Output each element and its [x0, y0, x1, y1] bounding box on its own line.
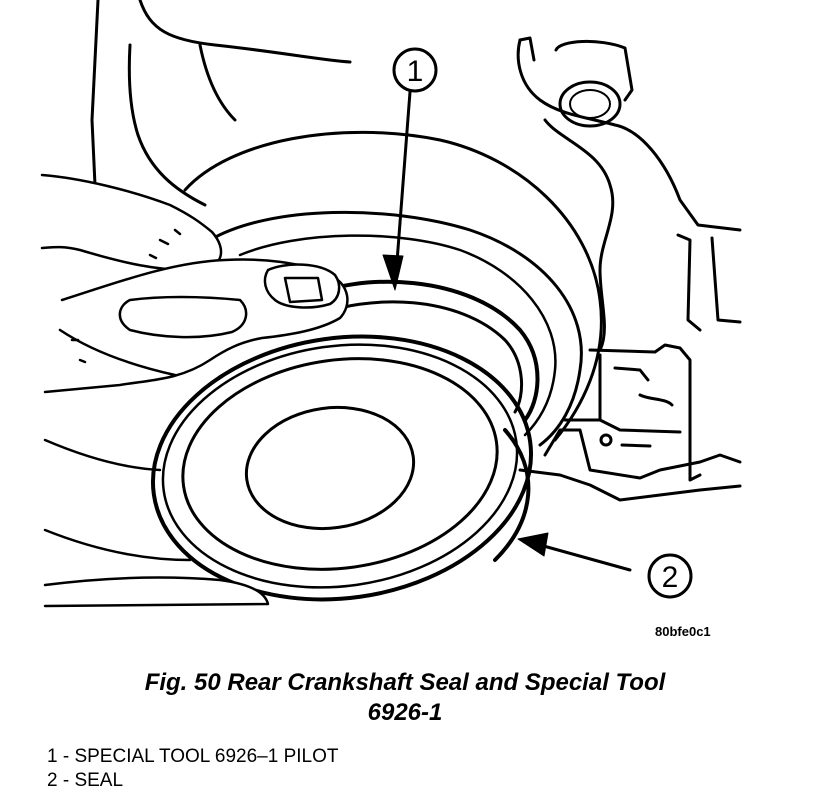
callout-2-arrowhead: [517, 532, 549, 557]
legend-item: 1 - SPECIAL TOOL 6926–1 PILOT: [47, 746, 339, 767]
callout-1: 1: [382, 47, 438, 291]
caption-line-2: 6926-1: [367, 699, 443, 726]
legend-item: 2 - SEAL: [47, 770, 124, 791]
special-tool-pilot: [298, 279, 540, 422]
callout-2: 2: [517, 532, 693, 599]
caption-line-1: Fig. 50 Rear Crankshaft Seal and Special…: [144, 669, 666, 696]
crankshaft-seal: [150, 334, 534, 602]
callout-2-label: 2: [662, 561, 679, 594]
image-code: 80bfe0c1: [655, 624, 711, 639]
seal-installation-illustration: 1 2: [40, 0, 742, 608]
legend: 1 - SPECIAL TOOL 6926–1 PILOT 2 - SEAL: [47, 745, 339, 793]
callout-1-label: 1: [407, 55, 424, 88]
engine-block: [90, 0, 742, 502]
figure-caption: Fig. 50 Rear Crankshaft Seal and Special…: [40, 668, 770, 728]
callout-1-arrowhead: [382, 254, 404, 291]
callout-1-leader: [394, 90, 412, 277]
crankshaft-bore: [183, 130, 603, 447]
hand: [40, 173, 349, 608]
callout-2-leader: [538, 543, 632, 572]
